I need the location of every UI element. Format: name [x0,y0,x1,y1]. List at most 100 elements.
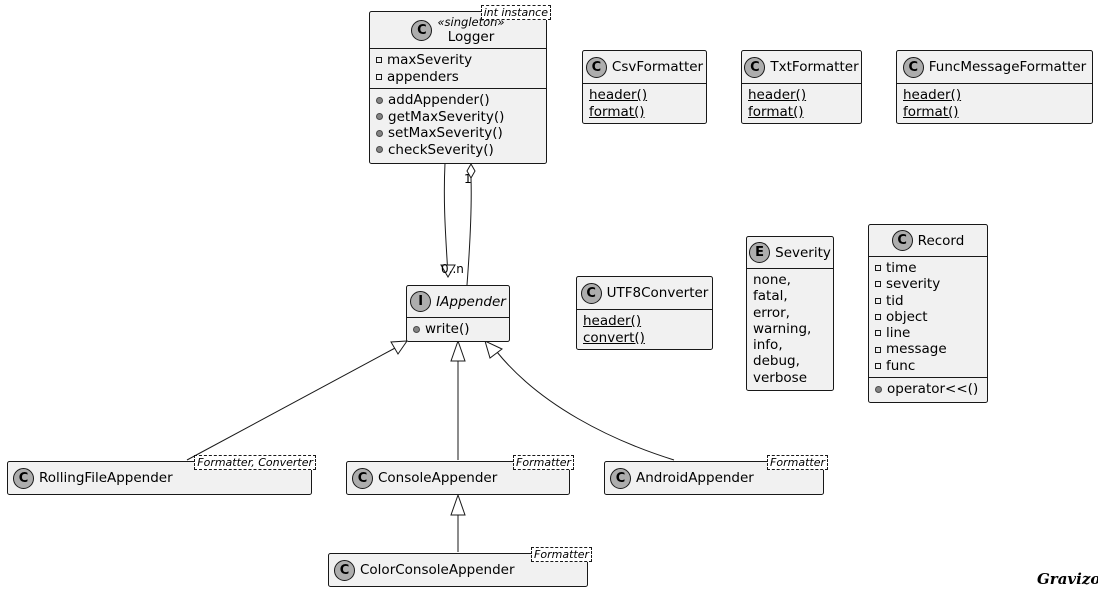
enum-value: error, [753,304,790,321]
edge-logger-iappender [443,162,449,277]
enum-values: none, fatal, error, warning, info, debug… [747,269,833,389]
class-rolling-file-appender: C RollingFileAppender Formatter, Convert… [7,455,316,495]
methods-section: header() format() [583,84,706,123]
field-name: tid [886,292,904,309]
enum-value: verbose [753,369,808,386]
class-icon: C [580,282,602,304]
arrowhead-hollow [450,493,466,516]
methods-section: header() format() [742,84,861,123]
class-color-console-appender: C ColorConsoleAppender Formatter [328,547,592,587]
class-header: C FuncMessageFormatter [897,51,1092,84]
class-header: C TxtFormatter [742,51,861,84]
private-icon [875,281,881,288]
template-parameter: Formatter [513,455,574,470]
class-utf8-converter: C UTF8Converter header() convert() [576,276,713,350]
arrowhead-hollow [484,340,503,359]
field-row: maxSeverity [376,52,540,69]
fields-section: time severity tid object line message fu… [869,257,987,379]
field-name: func [886,357,916,374]
field-name: line [886,325,911,342]
field-name: appenders [387,68,459,85]
field-name: severity [886,276,941,293]
private-icon [875,330,881,337]
class-console-appender: C ConsoleAppender Formatter [346,455,574,495]
static-method: format() [748,103,804,120]
method-name: operator<<() [887,381,979,398]
private-icon [875,297,881,304]
fields-section: maxSeverity appenders [370,49,546,89]
field-row: object [875,309,981,325]
private-icon [376,57,382,64]
class-name: FuncMessageFormatter [928,59,1087,75]
class-header: C RollingFileAppender Formatter, Convert… [8,455,316,494]
private-icon [875,346,881,353]
field-row: severity [875,276,981,292]
field-row: line [875,325,981,341]
arrowhead-hollow [450,339,466,362]
class-icon: C [610,467,631,489]
public-icon [376,129,383,137]
class-header: C AndroidAppender Formatter [605,455,828,494]
field-row: appenders [376,69,540,86]
static-method: format() [903,103,959,120]
class-csv-formatter: C CsvFormatter header() format() [582,50,707,124]
methods-section: operator<<() [869,378,987,401]
class-name: TxtFormatter [770,59,859,75]
private-icon [376,73,382,80]
method-name: checkSeverity() [388,141,494,158]
class-icon: C [902,56,924,78]
private-icon [875,314,881,321]
field-row: time [875,260,981,276]
class-name: UTF8Converter [606,285,709,301]
field-row: func [875,358,981,374]
enum-value: fatal, [753,288,788,305]
class-name: ColorConsoleAppender [360,562,515,578]
enum-value: debug, [753,353,800,370]
interface-icon: I [410,291,432,312]
method-name: addAppender() [388,92,490,108]
interface-iappender: I IAppender write() [406,285,510,342]
class-logger: C «singleton» Logger int instance maxSev… [369,5,551,164]
template-parameter: int instance [480,5,551,20]
public-icon [413,325,420,333]
class-name: Logger [447,29,495,45]
method-row: write() [413,321,503,338]
aggregation-diamond [466,162,476,180]
method-name: setMaxSeverity() [388,125,503,141]
class-icon: C [891,230,913,251]
arrowhead-hollow [440,264,456,278]
enum-icon: E [749,242,771,263]
class-icon: C [585,56,607,78]
method-row: getMaxSeverity() [376,109,540,126]
static-method: header() [589,87,648,103]
enum-value: warning, [753,320,812,337]
class-header: C Record [869,225,987,257]
interface-header: I IAppender [407,286,509,318]
gravizo-watermark: Gravizo [1037,570,1098,588]
static-method: header() [903,87,962,103]
class-header: C «singleton» Logger int instance [370,5,551,49]
method-name: write() [425,321,470,337]
enum-value: none, [753,272,791,288]
class-icon: C [352,467,373,489]
template-parameter: Formatter [767,455,828,470]
field-name: time [886,260,917,276]
class-record: C Record time severity tid object line m… [868,224,988,403]
template-parameter: Formatter [531,547,592,562]
public-icon [376,146,383,154]
edge-aggregation [466,177,472,286]
field-row: message [875,341,981,357]
field-name: object [886,308,928,325]
class-header: C CsvFormatter [583,51,706,84]
methods-section: header() convert() [577,310,712,349]
interface-name: IAppender [436,293,506,310]
template-parameter: Formatter, Converter [194,455,316,470]
static-method: header() [748,87,807,103]
enum-severity: E Severity none, fatal, error, warning, … [746,236,834,391]
class-txt-formatter: C TxtFormatter header() format() [741,50,862,124]
class-icon: C [744,56,766,78]
enum-name: Severity [775,244,831,261]
public-icon [376,96,383,104]
method-row: addAppender() [376,92,540,109]
